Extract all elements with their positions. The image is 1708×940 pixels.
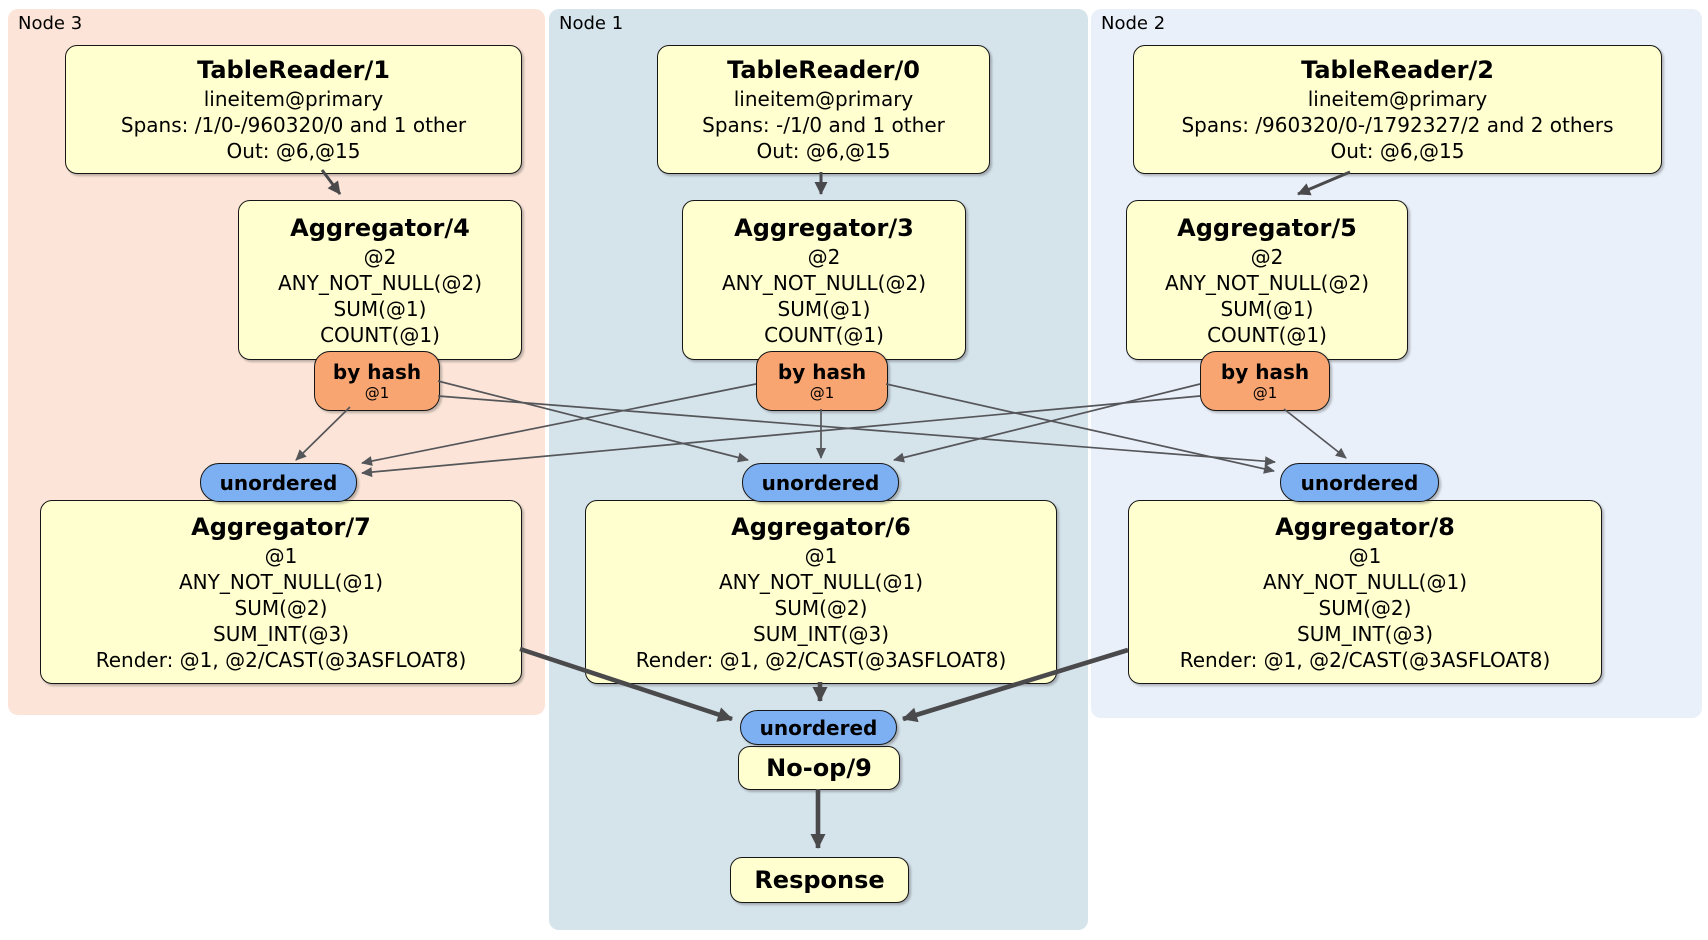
processor-index: lineitem@primary: [203, 87, 384, 111]
sync-unordered-9: unordered: [740, 710, 897, 745]
processor-aggregator-5: Aggregator/5 @2 ANY_NOT_NULL(@2) SUM(@1)…: [1126, 200, 1408, 360]
processor-tablereader-1: TableReader/1 lineitem@primary Spans: /1…: [65, 45, 522, 174]
processor-title: Aggregator/7: [191, 512, 371, 541]
router-by-hash-5: by hash @1: [1200, 351, 1330, 411]
router-hash-columns: @1: [1252, 383, 1278, 402]
processor-agg-fn: COUNT(@1): [764, 322, 884, 347]
router-label: by hash: [1220, 359, 1310, 384]
router-label: by hash: [777, 359, 867, 384]
processor-spans: Spans: -/1/0 and 1 other: [702, 113, 945, 137]
processor-aggregator-8: Aggregator/8 @1 ANY_NOT_NULL(@1) SUM(@2)…: [1128, 500, 1602, 684]
processor-title: No-op/9: [766, 753, 872, 782]
processor-groupby: @2: [807, 244, 841, 269]
processor-agg-fn: ANY_NOT_NULL(@1): [179, 569, 383, 594]
processor-index: lineitem@primary: [733, 87, 914, 111]
processor-agg-fn: SUM(@2): [774, 595, 868, 620]
processor-title: Aggregator/4: [290, 213, 470, 242]
processor-aggregator-6: Aggregator/6 @1 ANY_NOT_NULL(@1) SUM(@2)…: [585, 500, 1057, 684]
processor-out: Out: @6,@15: [756, 139, 891, 163]
processor-agg-fn: COUNT(@1): [1207, 322, 1327, 347]
router-by-hash-4: by hash @1: [314, 351, 440, 411]
processor-title: TableReader/1: [197, 56, 390, 84]
router-by-hash-3: by hash @1: [756, 351, 888, 411]
processor-agg-fn: SUM_INT(@3): [213, 621, 349, 646]
processor-noop-9: No-op/9: [738, 746, 900, 790]
processor-title: Aggregator/3: [734, 213, 914, 242]
processor-agg-fn: ANY_NOT_NULL(@1): [1263, 569, 1467, 594]
sync-unordered-7: unordered: [200, 463, 357, 502]
router-hash-columns: @1: [364, 383, 390, 402]
router-hash-columns: @1: [809, 383, 835, 402]
processor-agg-fn: ANY_NOT_NULL(@1): [719, 569, 923, 594]
processor-title: Aggregator/8: [1275, 512, 1455, 541]
processor-groupby: @1: [264, 543, 298, 568]
processor-agg-fn: SUM_INT(@3): [1297, 621, 1433, 646]
processor-agg-fn: SUM(@1): [1220, 296, 1314, 321]
router-label: by hash: [332, 359, 422, 384]
processor-title: Aggregator/6: [731, 512, 911, 541]
processor-spans: Spans: /960320/0-/1792327/2 and 2 others: [1181, 113, 1614, 137]
processor-aggregator-7: Aggregator/7 @1 ANY_NOT_NULL(@1) SUM(@2)…: [40, 500, 522, 684]
processor-agg-fn: ANY_NOT_NULL(@2): [278, 270, 482, 295]
processor-agg-fn: ANY_NOT_NULL(@2): [722, 270, 926, 295]
processor-agg-fn: SUM(@1): [777, 296, 871, 321]
sync-unordered-6: unordered: [742, 463, 899, 502]
processor-aggregator-4: Aggregator/4 @2 ANY_NOT_NULL(@2) SUM(@1)…: [238, 200, 522, 360]
processor-tablereader-2: TableReader/2 lineitem@primary Spans: /9…: [1133, 45, 1662, 174]
processor-agg-fn: SUM_INT(@3): [753, 621, 889, 646]
processor-render: Render: @1, @2/CAST(@3ASFLOAT8): [95, 647, 467, 672]
processor-aggregator-3: Aggregator/3 @2 ANY_NOT_NULL(@2) SUM(@1)…: [682, 200, 966, 360]
processor-groupby: @2: [363, 244, 397, 269]
processor-title: Aggregator/5: [1177, 213, 1357, 242]
processor-response: Response: [730, 857, 909, 903]
processor-render: Render: @1, @2/CAST(@3ASFLOAT8): [1179, 647, 1551, 672]
region-label-node-3: Node 3: [18, 13, 83, 34]
processor-agg-fn: SUM(@2): [234, 595, 328, 620]
processor-agg-fn: COUNT(@1): [320, 322, 440, 347]
processor-agg-fn: SUM(@2): [1318, 595, 1412, 620]
processor-agg-fn: SUM(@1): [333, 296, 427, 321]
processor-tablereader-0: TableReader/0 lineitem@primary Spans: -/…: [657, 45, 990, 174]
processor-title: Response: [754, 865, 885, 894]
processor-spans: Spans: /1/0-/960320/0 and 1 other: [120, 113, 467, 137]
processor-groupby: @1: [804, 543, 838, 568]
sync-unordered-8: unordered: [1280, 463, 1439, 502]
processor-render: Render: @1, @2/CAST(@3ASFLOAT8): [635, 647, 1007, 672]
processor-title: TableReader/0: [727, 56, 920, 84]
processor-out: Out: @6,@15: [226, 139, 361, 163]
processor-groupby: @1: [1348, 543, 1382, 568]
region-label-node-1: Node 1: [559, 13, 624, 34]
processor-title: TableReader/2: [1301, 56, 1494, 84]
processor-groupby: @2: [1250, 244, 1284, 269]
processor-agg-fn: ANY_NOT_NULL(@2): [1165, 270, 1369, 295]
processor-out: Out: @6,@15: [1330, 139, 1465, 163]
region-label-node-2: Node 2: [1101, 13, 1166, 34]
processor-index: lineitem@primary: [1307, 87, 1488, 111]
